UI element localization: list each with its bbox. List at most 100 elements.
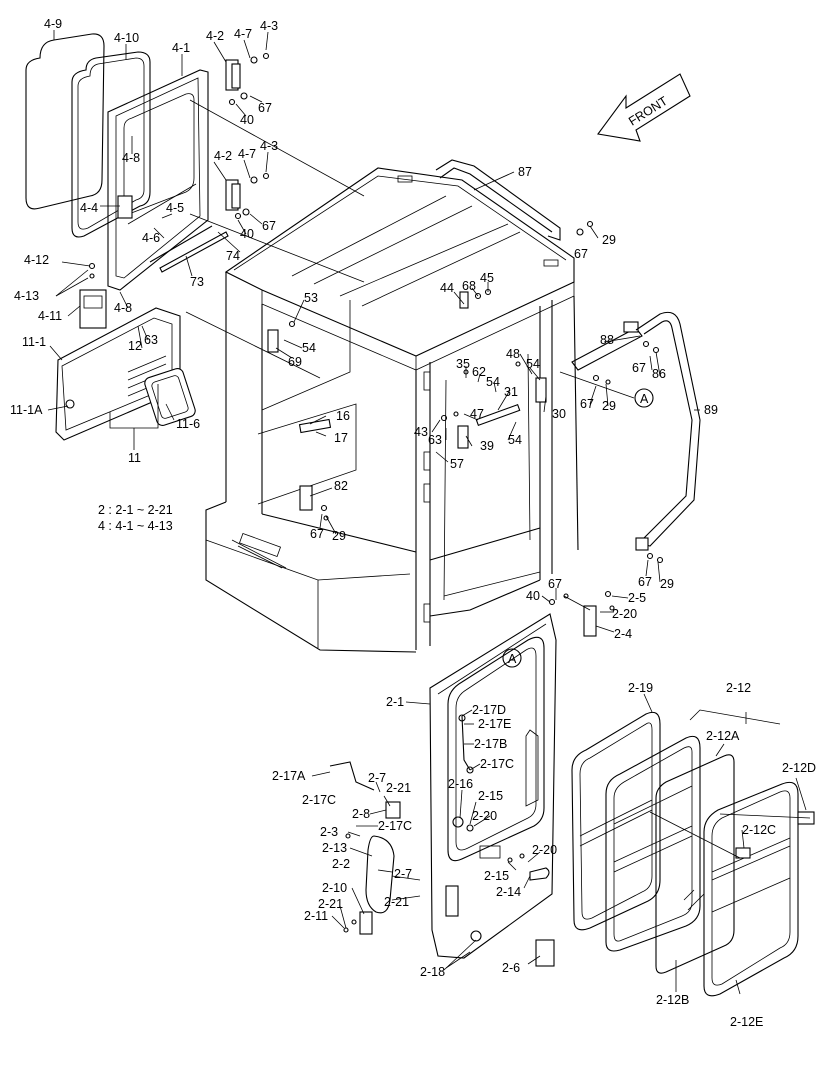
label-2-12A: 2-12A <box>706 729 740 743</box>
door-2-1 <box>429 613 557 959</box>
label-2-18: 2-18 <box>420 965 445 979</box>
label-69: 69 <box>288 355 302 369</box>
label-17: 17 <box>334 431 348 445</box>
label-2-1: 2-1 <box>386 695 404 709</box>
legend-line-2: 4 : 4-1 ~ 4-13 <box>98 519 173 533</box>
label-2-15-a: 2-15 <box>478 789 503 803</box>
label-2-7-a: 2-7 <box>368 771 386 785</box>
label-40-c: 40 <box>526 589 540 603</box>
label-89: 89 <box>704 403 718 417</box>
label-4-8-a: 4-8 <box>122 151 140 165</box>
label-2-17C-c: 2-17C <box>378 819 412 833</box>
label-11-6: 11-6 <box>176 417 200 431</box>
rear-glass <box>25 33 105 210</box>
label-4-6: 4-6 <box>142 231 160 245</box>
label-67-g: 67 <box>638 575 652 589</box>
front-arrow: FRONT <box>597 73 691 142</box>
label-11-1: 11-1 <box>22 335 46 349</box>
handrail-89 <box>635 311 701 564</box>
label-2-12C: 2-12C <box>742 823 776 837</box>
label-31: 31 <box>504 385 518 399</box>
label-62: 62 <box>472 365 486 379</box>
label-2-2: 2-2 <box>332 857 350 871</box>
label-callout-A-top: A <box>640 392 649 406</box>
label-2-12D: 2-12D <box>782 761 816 775</box>
label-57: 57 <box>450 457 464 471</box>
label-2-21-a: 2-21 <box>386 781 411 795</box>
label-4-11: 4-11 <box>38 309 62 323</box>
label-4-3-mid: 4-3 <box>260 139 278 153</box>
hinge-upper <box>225 52 270 106</box>
label-47: 47 <box>470 407 484 421</box>
part-labels: 4-9 4-10 4-1 4-2 4-7 4-3 67 40 4-8 4-2 4… <box>10 17 816 1029</box>
label-82: 82 <box>334 479 348 493</box>
rear-window-seal <box>71 51 151 238</box>
door-hinge-2-4 <box>548 590 615 637</box>
label-67-d: 67 <box>632 361 646 375</box>
label-88: 88 <box>600 333 614 347</box>
label-53: 53 <box>304 291 318 305</box>
label-2-17B: 2-17B <box>474 737 507 751</box>
label-2-20-b: 2-20 <box>472 809 497 823</box>
window-glass-2-12B <box>655 754 735 974</box>
window-frame-2-19 <box>571 711 661 931</box>
label-67-b: 67 <box>262 219 276 233</box>
rear-door-frame <box>107 69 209 291</box>
label-54-b: 54 <box>486 375 500 389</box>
label-73: 73 <box>190 275 204 289</box>
label-2-17A: 2-17A <box>272 769 306 783</box>
duct <box>144 368 196 426</box>
label-12: 12 <box>128 339 142 353</box>
label-2-5: 2-5 <box>628 591 646 605</box>
label-40-b: 40 <box>240 227 254 241</box>
label-2-10: 2-10 <box>322 881 347 895</box>
label-2-12B: 2-12B <box>656 993 689 1007</box>
label-54-d: 54 <box>526 357 540 371</box>
callout-A-top <box>559 371 654 408</box>
label-43: 43 <box>414 425 428 439</box>
label-2-21-c: 2-21 <box>384 895 409 909</box>
label-2-15-b: 2-15 <box>484 869 509 883</box>
cab-frame <box>205 272 579 653</box>
label-68: 68 <box>462 279 476 293</box>
label-2-14: 2-14 <box>496 885 521 899</box>
label-11-1A: 11-1A <box>10 403 43 417</box>
label-40-a: 40 <box>240 113 254 127</box>
label-4-7-mid: 4-7 <box>238 147 256 161</box>
label-2-16: 2-16 <box>448 777 473 791</box>
label-67-f: 67 <box>310 527 324 541</box>
side-panel <box>55 307 181 441</box>
label-4-3-top: 4-3 <box>260 19 278 33</box>
label-callout-A-door: A <box>508 652 517 666</box>
label-2-7-b: 2-7 <box>394 867 412 881</box>
label-67-e: 67 <box>580 397 594 411</box>
door-inner-parts <box>329 714 555 967</box>
window-frame-2-12E <box>703 781 815 997</box>
label-2-20-a: 2-20 <box>612 607 637 621</box>
label-54-a: 54 <box>302 341 316 355</box>
label-29-a: 29 <box>602 233 616 247</box>
label-44: 44 <box>440 281 454 295</box>
label-4-1: 4-1 <box>172 41 190 55</box>
label-4-2-mid: 4-2 <box>214 149 232 163</box>
label-4-7-top: 4-7 <box>234 27 252 41</box>
label-87: 87 <box>518 165 532 179</box>
latch-4-4-shape <box>117 195 133 219</box>
label-30: 30 <box>552 407 566 421</box>
label-67-a: 67 <box>258 101 272 115</box>
label-39: 39 <box>480 439 494 453</box>
label-2-6: 2-6 <box>502 961 520 975</box>
label-67-c: 67 <box>574 247 588 261</box>
label-16: 16 <box>336 409 350 423</box>
label-4-8-b: 4-8 <box>114 301 132 315</box>
label-11: 11 <box>128 451 141 465</box>
label-29-d: 29 <box>660 577 674 591</box>
label-2-12: 2-12 <box>726 681 751 695</box>
label-2-21-b: 2-21 <box>318 897 343 911</box>
label-63-b: 63 <box>428 433 442 447</box>
latch-box <box>79 262 107 329</box>
leader-lines <box>47 30 811 995</box>
label-2-13: 2-13 <box>322 841 347 855</box>
legend-line-1: 2 : 2-1 ~ 2-21 <box>98 503 173 517</box>
